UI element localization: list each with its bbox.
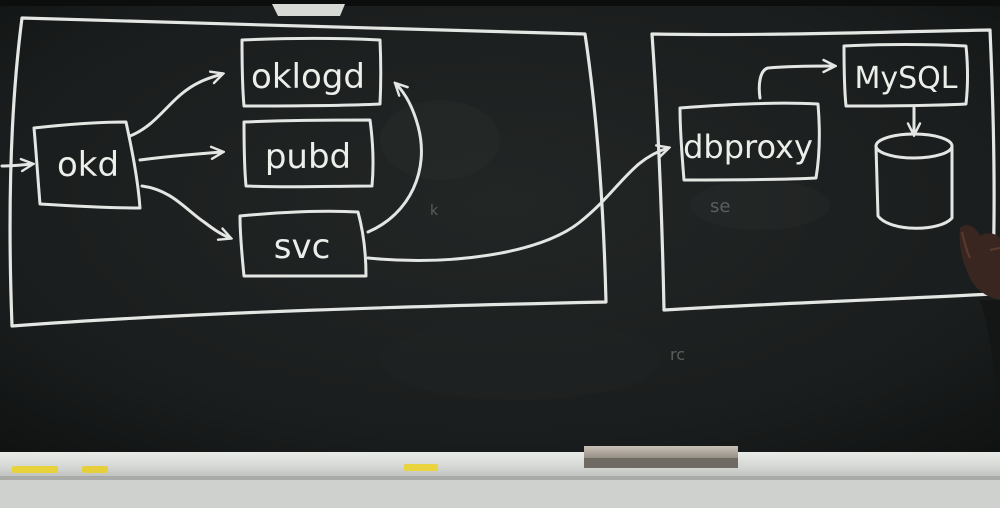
svc-to-oklogd-arrow <box>366 84 423 234</box>
mysql-label: MySQL <box>854 61 957 96</box>
oklogd-label: oklogd <box>251 57 365 97</box>
tray-shadow <box>0 476 1000 480</box>
pubd-label: pubd <box>265 137 351 177</box>
board-top-edge <box>0 0 1000 6</box>
svc-label: svc <box>274 227 331 267</box>
mysql-box <box>842 43 969 108</box>
chalk-tray <box>0 452 1000 480</box>
svg-text:rc: rc <box>670 345 685 364</box>
dbproxy-box <box>678 101 821 182</box>
svc-node: svc <box>238 209 368 278</box>
okd-to-pubd-arrow <box>138 152 222 162</box>
yellow-chalk-piece <box>404 464 438 471</box>
tray-lip <box>0 476 1000 508</box>
database-cylinder-icon <box>874 132 954 230</box>
okd-to-svc-arrow <box>140 184 230 238</box>
mysql-node: MySQL <box>842 43 969 108</box>
ghost-writing: se rc k <box>430 196 730 364</box>
dbproxy-label: dbproxy <box>683 128 813 166</box>
eraser <box>584 446 738 468</box>
yellow-chalk-piece <box>82 466 108 473</box>
left-panel-border <box>8 16 608 328</box>
pubd-node: pubd <box>242 118 375 189</box>
instructor-shadow <box>980 300 1000 420</box>
svc-box <box>238 209 368 278</box>
okd-to-oklogd-arrow <box>128 74 222 138</box>
chalkboard-surface <box>0 0 1000 452</box>
svg-text:se: se <box>710 196 730 217</box>
okd-box <box>32 120 142 210</box>
dbproxy-node: dbproxy <box>678 101 821 182</box>
oklogd-box <box>240 37 383 108</box>
svg-text:k: k <box>430 203 439 219</box>
oklogd-node: oklogd <box>240 37 383 108</box>
eraser-smudges <box>380 100 830 400</box>
yellow-chalk-piece <box>12 466 58 473</box>
dbproxy-to-mysql-arrow <box>757 66 834 100</box>
input-arrow <box>0 164 32 166</box>
okd-label: okd <box>57 145 119 185</box>
svc-to-dbproxy-arrow <box>366 148 668 262</box>
okd-node: okd <box>32 120 142 210</box>
instructor-hand <box>959 225 1000 300</box>
board-clip <box>272 4 345 16</box>
pubd-box <box>242 118 375 189</box>
